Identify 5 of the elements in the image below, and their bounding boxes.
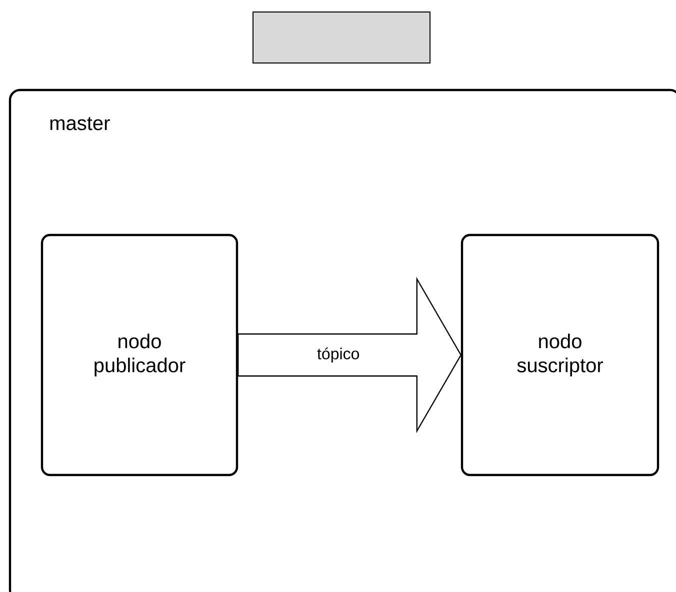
node-box: nodo publicador <box>40 234 238 476</box>
title-box <box>252 12 430 64</box>
edge-label: tópico <box>316 346 361 364</box>
block-arrow <box>238 276 462 434</box>
node-box: nodo suscriptor <box>460 234 660 476</box>
